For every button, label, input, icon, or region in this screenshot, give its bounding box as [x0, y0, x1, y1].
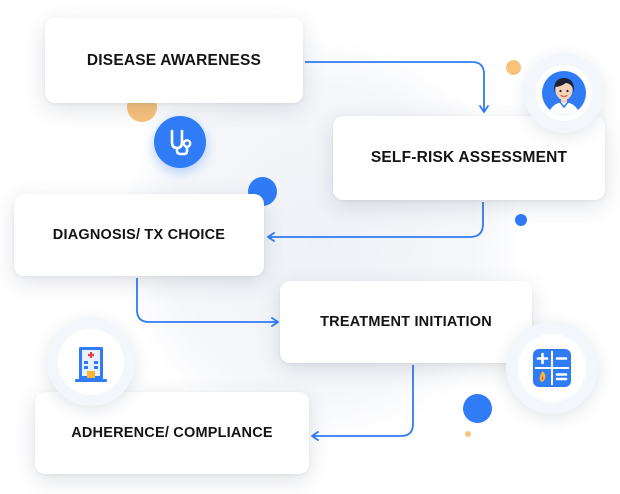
step-card-diagnosis-tx-choice: DIAGNOSIS/ TX CHOICE — [14, 194, 264, 276]
stethoscope-icon — [154, 116, 206, 168]
step-label: TREATMENT INITIATION — [320, 314, 492, 330]
doctor-avatar-icon — [524, 53, 604, 133]
step-label: DISEASE AWARENESS — [86, 51, 262, 69]
blue-dot — [515, 214, 527, 226]
step-label: SELF-RISK ASSESSMENT — [370, 149, 568, 166]
step-label: ADHERENCE/ COMPLIANCE — [71, 425, 273, 441]
hospital-icon — [47, 318, 135, 406]
orange-dot — [465, 431, 471, 437]
arrow-4-to-5 — [311, 365, 414, 441]
step-label: DIAGNOSIS/ TX CHOICE — [52, 227, 226, 243]
arrow-2-to-3 — [267, 202, 484, 242]
calculator-icon — [506, 322, 598, 414]
blue-dot — [463, 394, 492, 423]
arrow-3-to-4 — [136, 278, 279, 327]
orange-dot — [506, 60, 521, 75]
step-card-treatment-initiation: TREATMENT INITIATION — [280, 281, 532, 363]
step-card-disease-awareness: DISEASE AWARENESS — [45, 18, 303, 103]
step-card-adherence-compliance: ADHERENCE/ COMPLIANCE — [35, 392, 309, 474]
arrow-1-to-2 — [305, 61, 489, 113]
